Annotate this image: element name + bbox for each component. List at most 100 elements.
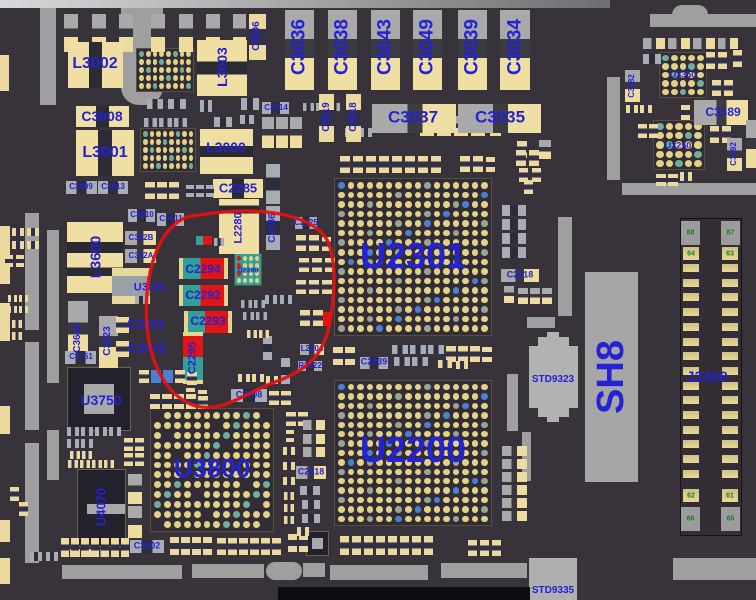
smd-component[interactable]	[502, 247, 526, 258]
smd-component[interactable]	[151, 14, 165, 52]
label-c3392[interactable]: C3392	[729, 142, 738, 166]
smd-component[interactable]	[241, 98, 259, 110]
smd-component[interactable]	[626, 105, 638, 113]
smd-component[interactable]	[286, 430, 294, 442]
smd-component[interactable]	[130, 540, 164, 553]
smd-component[interactable]	[371, 10, 400, 90]
smd-component[interactable]	[638, 124, 647, 138]
bga-u3250[interactable]	[653, 120, 705, 170]
smd-component[interactable]	[680, 172, 692, 181]
smd-component[interactable]	[99, 316, 118, 368]
smd-component[interactable]	[519, 168, 528, 182]
label-c2293[interactable]: C2293	[190, 314, 226, 328]
smd-component[interactable]	[516, 150, 526, 166]
label-c2325[interactable]: C2325	[294, 218, 318, 227]
smd-component[interactable]	[179, 14, 193, 52]
smd-component[interactable]	[733, 50, 742, 67]
smd-component[interactable]	[128, 506, 142, 538]
smd-component[interactable]	[303, 434, 325, 444]
smd-component[interactable]	[502, 511, 527, 521]
smd-component[interactable]	[0, 303, 10, 341]
smd-component[interactable]	[309, 235, 319, 251]
smd-component[interactable]	[412, 357, 428, 366]
smd-component[interactable]	[124, 438, 133, 451]
smd-component[interactable]	[322, 280, 332, 294]
smd-component[interactable]	[392, 156, 402, 173]
smd-component[interactable]	[0, 558, 10, 584]
label-c3008[interactable]: C3008	[81, 108, 123, 124]
smd-component[interactable]	[175, 370, 185, 383]
smd-component[interactable]	[82, 451, 92, 459]
label-c2285[interactable]: C2285	[218, 180, 258, 196]
smd-component[interactable]	[196, 236, 212, 245]
smd-component[interactable]	[240, 115, 254, 124]
label-u3250[interactable]: U3250	[664, 140, 692, 151]
smd-component[interactable]	[486, 157, 495, 172]
smd-component[interactable]	[80, 460, 90, 468]
label-l2204[interactable]: L2204	[300, 344, 324, 353]
smd-component[interactable]	[502, 498, 527, 508]
smd-component[interactable]	[12, 332, 22, 340]
smd-component[interactable]	[309, 280, 319, 294]
smd-component[interactable]	[724, 80, 733, 96]
smd-component[interactable]	[101, 538, 109, 557]
smd-component[interactable]	[247, 330, 257, 338]
smd-component[interactable]	[394, 357, 410, 366]
smd-component[interactable]	[456, 361, 468, 369]
label-std9335[interactable]: STD9335	[531, 585, 575, 596]
smd-component[interactable]	[8, 295, 17, 302]
label-l3002[interactable]: L3002	[72, 55, 118, 72]
label-c2239[interactable]: C2239	[360, 356, 388, 367]
smd-component[interactable]	[722, 126, 731, 143]
smd-component[interactable]	[710, 126, 719, 143]
smd-component[interactable]	[298, 412, 308, 426]
smd-component[interactable]	[67, 439, 79, 448]
smd-component[interactable]	[121, 538, 129, 557]
smd-component[interactable]	[104, 460, 114, 468]
smd-component[interactable]	[303, 103, 314, 111]
smd-component[interactable]	[668, 38, 690, 49]
smd-component[interactable]	[473, 156, 483, 172]
smd-component[interactable]	[68, 42, 123, 88]
smd-component[interactable]	[504, 286, 514, 303]
smd-component[interactable]	[366, 156, 376, 173]
label-c3018[interactable]: C3018	[348, 102, 359, 132]
smd-component[interactable]	[501, 269, 539, 282]
smd-component[interactable]	[502, 446, 527, 456]
smd-component[interactable]	[238, 374, 250, 382]
smd-component[interactable]	[438, 360, 452, 368]
label-c3037[interactable]: C3037	[387, 107, 439, 127]
smd-component[interactable]	[313, 310, 323, 326]
smd-component[interactable]	[12, 320, 22, 328]
smd-component[interactable]	[482, 347, 492, 362]
bga-bga-a[interactable]	[136, 48, 194, 92]
smd-component[interactable]	[285, 10, 314, 90]
bga-u2200[interactable]	[334, 380, 492, 526]
smd-component[interactable]	[109, 427, 121, 436]
label-c3049[interactable]: C3049	[416, 19, 438, 75]
smd-component[interactable]	[319, 94, 334, 142]
smd-component[interactable]	[162, 394, 172, 409]
label-c3034[interactable]: C3034	[504, 19, 526, 75]
smd-component[interactable]	[168, 99, 186, 109]
smd-component[interactable]	[111, 538, 119, 557]
smd-component[interactable]	[197, 40, 247, 96]
smd-component[interactable]	[345, 347, 355, 365]
smd-component[interactable]	[174, 118, 187, 127]
smd-component[interactable]	[81, 538, 89, 557]
smd-component[interactable]	[8, 306, 17, 313]
smd-component[interactable]	[0, 406, 10, 434]
smd-component[interactable]	[643, 38, 665, 49]
smd-component[interactable]	[379, 156, 389, 173]
smd-component[interactable]	[539, 140, 551, 159]
label-u2280[interactable]: U2280	[237, 267, 259, 275]
smd-component[interactable]	[169, 182, 179, 199]
smd-component[interactable]	[290, 117, 302, 148]
label-u4070[interactable]: U4070	[93, 487, 109, 527]
smd-component[interactable]	[192, 537, 201, 555]
label-u3350[interactable]: U3350	[669, 69, 697, 80]
smd-component[interactable]	[353, 156, 363, 173]
smd-component[interactable]	[643, 54, 661, 64]
smd-component[interactable]	[147, 99, 163, 109]
smd-component[interactable]	[12, 228, 24, 236]
